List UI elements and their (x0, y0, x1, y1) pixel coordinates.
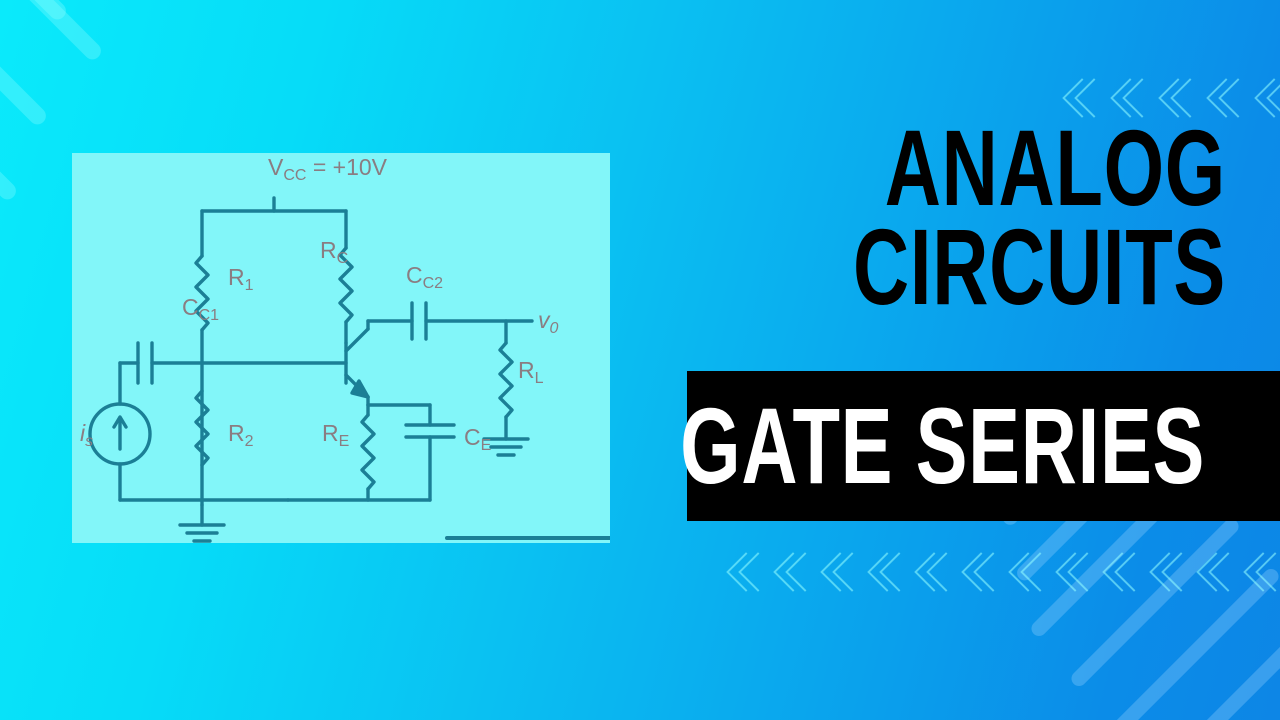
label-r2: R2 (228, 420, 254, 450)
label-rl: RL (518, 357, 544, 387)
banner-label: GATE SERIES (680, 385, 1205, 506)
transistor-collector-lead (344, 327, 370, 353)
label-vcc: VCC = +10V (268, 154, 388, 184)
transistor-emitter-arrow (350, 379, 370, 399)
resistor-r1 (194, 254, 210, 332)
banner-bar: GATE SERIES (680, 371, 1280, 521)
resistor-r2 (194, 389, 210, 467)
title-line-circuits: CIRCUITS (853, 206, 1226, 328)
label-re: RE (322, 420, 349, 450)
label-r1: R1 (228, 264, 254, 294)
current-source-arrow-head (112, 415, 128, 429)
resistor-rl (498, 341, 514, 419)
circuit-diagram-panel: VCC = +10V R1 RC CC1 CC2 v0 RL R2 RE CE … (72, 153, 610, 543)
label-ce: CE (464, 424, 491, 454)
circuit-schematic: VCC = +10V R1 RC CC1 CC2 v0 RL R2 RE CE … (80, 154, 610, 543)
label-cc2: CC2 (406, 262, 443, 292)
poster-title: ANALOG CIRCUITS (680, 107, 1280, 328)
decorative-chevrons-bottom (726, 546, 1280, 596)
label-rc: RC (320, 237, 348, 267)
title-line-analog: ANALOG (884, 107, 1226, 228)
resistor-re (360, 413, 376, 491)
resistor-rc (338, 246, 354, 324)
label-vo: v0 (538, 307, 559, 337)
label-cc1: CC1 (182, 294, 219, 324)
